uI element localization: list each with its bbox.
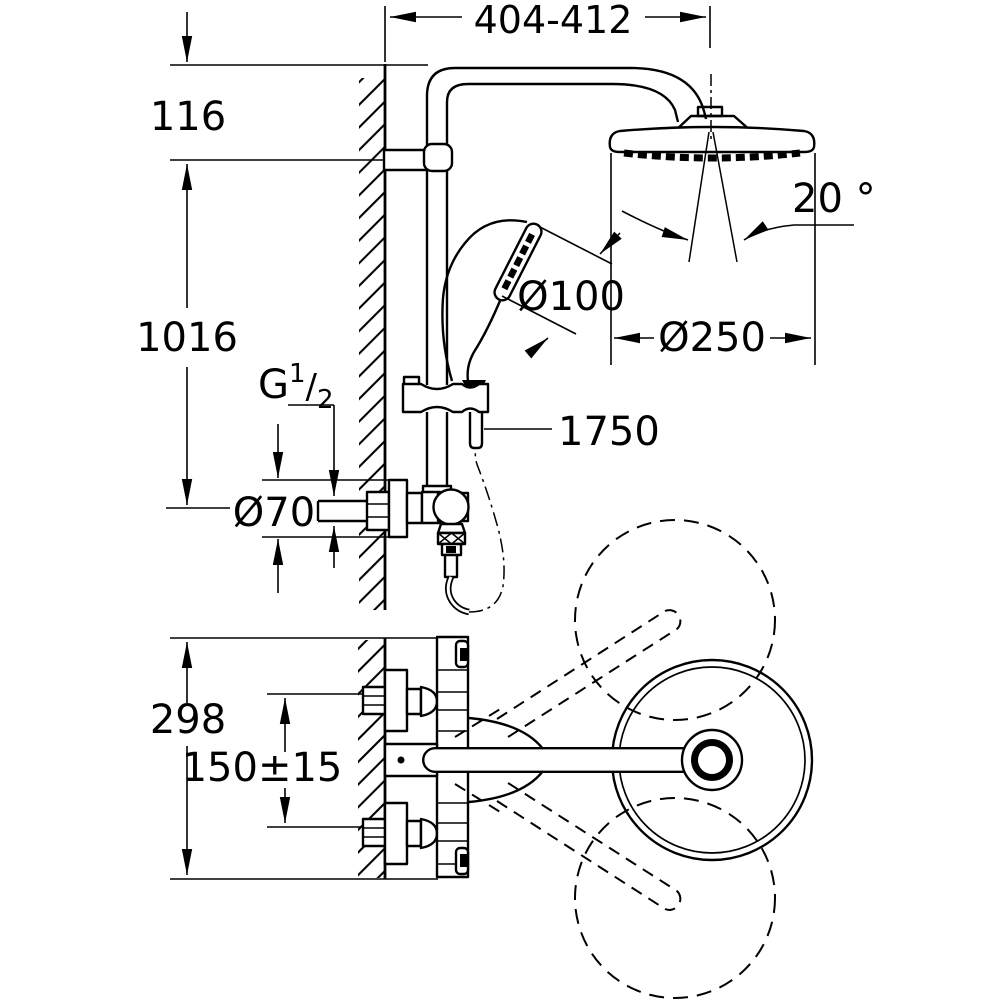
face-nozzle-band — [501, 232, 535, 292]
hand-shower-back — [441, 219, 528, 382]
rain-shower-head — [608, 74, 816, 263]
spray-line-left — [688, 131, 710, 263]
union-boss — [419, 685, 439, 718]
outlet-mark — [446, 546, 456, 553]
dim-inlet-spacing: 150±15 — [182, 693, 362, 828]
dim-arrow-upper — [599, 231, 622, 255]
dim-inlet-spacing-label: 150±15 — [182, 745, 343, 791]
dim-top-width-label: 404-412 — [474, 0, 633, 42]
head-nozzles — [623, 149, 801, 162]
body-internal-lines — [437, 669, 468, 865]
rail-slider-holder — [401, 375, 490, 450]
inlet-union-top — [361, 668, 439, 733]
dim-arrow-lower — [524, 337, 549, 359]
swivel-arm-bottom — [496, 782, 682, 911]
hose-shortened-path — [468, 449, 505, 613]
holder-body — [401, 382, 490, 414]
dim-escutcheon-diameter: Ø70 — [233, 424, 407, 593]
escutcheon — [387, 478, 409, 539]
outlet-neck — [436, 522, 467, 535]
head-disc — [608, 125, 816, 154]
rail-arch-outer — [425, 66, 708, 385]
spray-line-right — [712, 131, 738, 263]
swivel-arm-top — [496, 609, 682, 738]
head-connector-nut — [696, 105, 724, 118]
head-dome — [674, 114, 752, 132]
dim-head-diameter: Ø250 — [610, 153, 816, 365]
ext-line-upper — [537, 225, 613, 265]
union-nut — [365, 490, 391, 532]
angle-arc-left — [621, 210, 689, 241]
union-nut — [405, 819, 423, 848]
coupling-knurl — [437, 532, 466, 545]
swivel-cone-edges — [454, 705, 506, 816]
angle-arc-right — [743, 221, 854, 241]
rail-wall-bracket — [382, 142, 454, 173]
dim-hand-shower-diameter: Ø100 — [501, 225, 625, 359]
dim-rail-height: 1016 — [136, 164, 238, 505]
shower-rail — [421, 66, 708, 495]
swivel-circle-bottom — [574, 797, 776, 999]
dim-hand-shower-diameter-label: Ø100 — [517, 274, 625, 320]
pivot-screw — [397, 756, 405, 764]
hose-stub — [468, 412, 484, 450]
outlet-tube — [443, 553, 459, 579]
cap-mark-bottom — [460, 854, 467, 867]
swivel-circle-top — [574, 519, 776, 721]
thread-slash: / — [306, 367, 318, 407]
dim-top-width: 404-412 — [384, 0, 711, 62]
valve-knob — [432, 488, 470, 526]
dim-wall-offset: 116 — [150, 12, 226, 140]
dim-plan-height-label: 298 — [150, 697, 226, 743]
dim-rail-height-label: 1016 — [136, 315, 238, 361]
dim-hose-length: 1750 — [484, 409, 660, 455]
hand-shower-front — [466, 295, 504, 382]
bracket-collar — [422, 142, 454, 173]
thread-denominator: 2 — [317, 385, 334, 415]
thread-base: G — [258, 362, 289, 408]
union-nut — [405, 687, 423, 716]
union-escutcheon — [383, 801, 409, 866]
dim-thread: G1/2 — [258, 359, 340, 568]
dim-spray-angle-label: 20 ° — [792, 176, 876, 222]
dim-spray-angle: 20 ° — [621, 176, 876, 241]
union-boss — [419, 817, 439, 850]
shower-hose — [445, 449, 505, 616]
dim-head-diameter-label: Ø250 — [658, 315, 766, 361]
thermostat-valve — [316, 478, 470, 579]
dim-escutcheon-diameter-label: Ø70 — [233, 490, 315, 536]
in-wall-nut — [361, 817, 387, 848]
ext-line-lower — [501, 295, 577, 335]
head-plan — [422, 658, 814, 862]
supply-pipe — [316, 499, 368, 523]
dim-wall-offset-label: 116 — [150, 94, 226, 140]
hand-shower-face — [493, 222, 543, 302]
head-hub-ring — [691, 739, 733, 781]
in-wall-nut — [361, 685, 387, 716]
thread-numerator: 1 — [289, 359, 306, 389]
hose-solid-core — [446, 576, 470, 614]
shower-arm-plan — [422, 747, 690, 773]
dim-thread-label: G1/2 — [258, 359, 334, 415]
dim-hose-length-label: 1750 — [558, 409, 660, 455]
valve-hex — [405, 491, 424, 525]
supply-pipe-fill — [318, 501, 368, 521]
arm-cone — [468, 716, 544, 804]
cap-mark-top — [460, 648, 467, 661]
inlet-union-bottom — [361, 801, 439, 866]
bracket-arm — [382, 148, 429, 172]
rail-arch-inner — [445, 82, 680, 385]
swivel-positions — [454, 519, 776, 999]
dim-plan-height: 298 — [150, 637, 438, 880]
union-escutcheon — [383, 668, 409, 733]
outlet-coupling — [436, 531, 467, 546]
